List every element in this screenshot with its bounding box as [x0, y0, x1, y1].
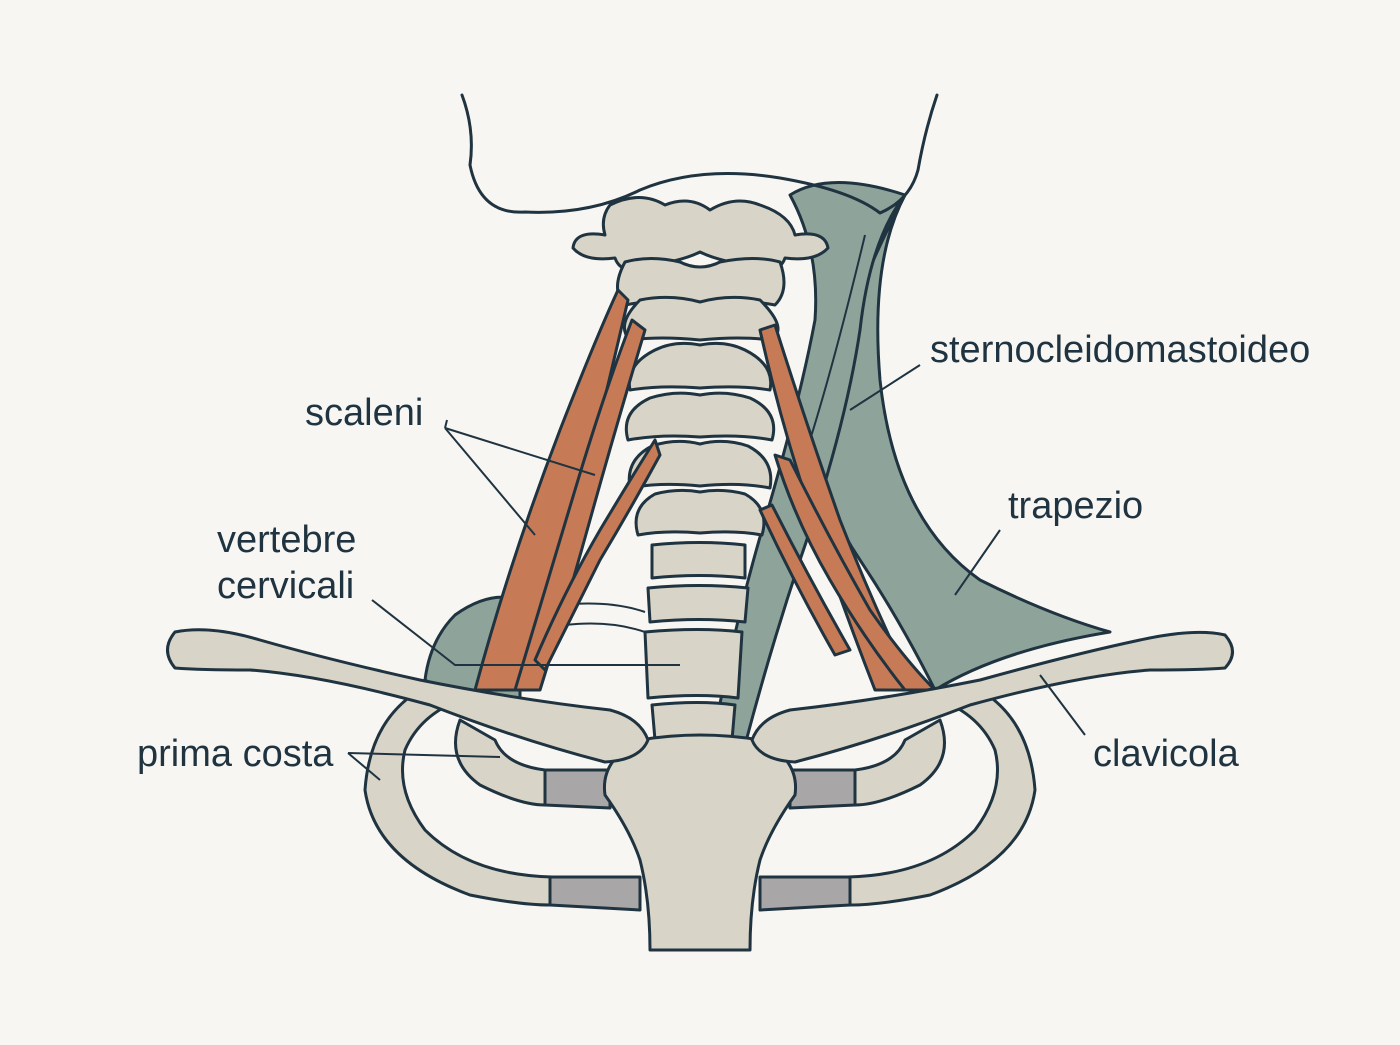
clavicles: [166, 628, 1234, 764]
label-trapezio: trapezio: [1008, 485, 1143, 527]
label-cervicali: cervicali: [217, 565, 354, 607]
leader-prima-costa-1: [347, 752, 381, 781]
scalene-muscles-right: [758, 323, 937, 692]
scalene-muscles-left: [473, 288, 662, 692]
leader-vertebre: [371, 599, 680, 666]
leader-trapezio: [954, 529, 1001, 596]
leader-lines: [347, 364, 1086, 781]
neck-outline: [460, 93, 939, 215]
label-clavicola: clavicola: [1093, 733, 1240, 775]
rib-cartilage: [543, 768, 857, 912]
leader-scaleni-tip: [444, 419, 448, 429]
leader-prima-costa-2: [347, 752, 501, 758]
sternum: [602, 733, 798, 952]
label-sternocleidomastoideo: sternocleidomastoideo: [930, 329, 1310, 371]
label-scaleni: scaleni: [305, 392, 423, 434]
cervical-vertebrae: [559, 196, 830, 742]
leader-clavicola: [1039, 674, 1086, 736]
labels: sternocleidomastoideo scaleni trapezio v…: [137, 329, 1310, 775]
leader-scaleni-2: [444, 427, 596, 476]
label-prima-costa: prima costa: [137, 733, 334, 775]
leader-scm: [849, 364, 921, 411]
leader-scaleni-1: [444, 427, 536, 536]
label-vertebre: vertebre: [217, 519, 356, 561]
